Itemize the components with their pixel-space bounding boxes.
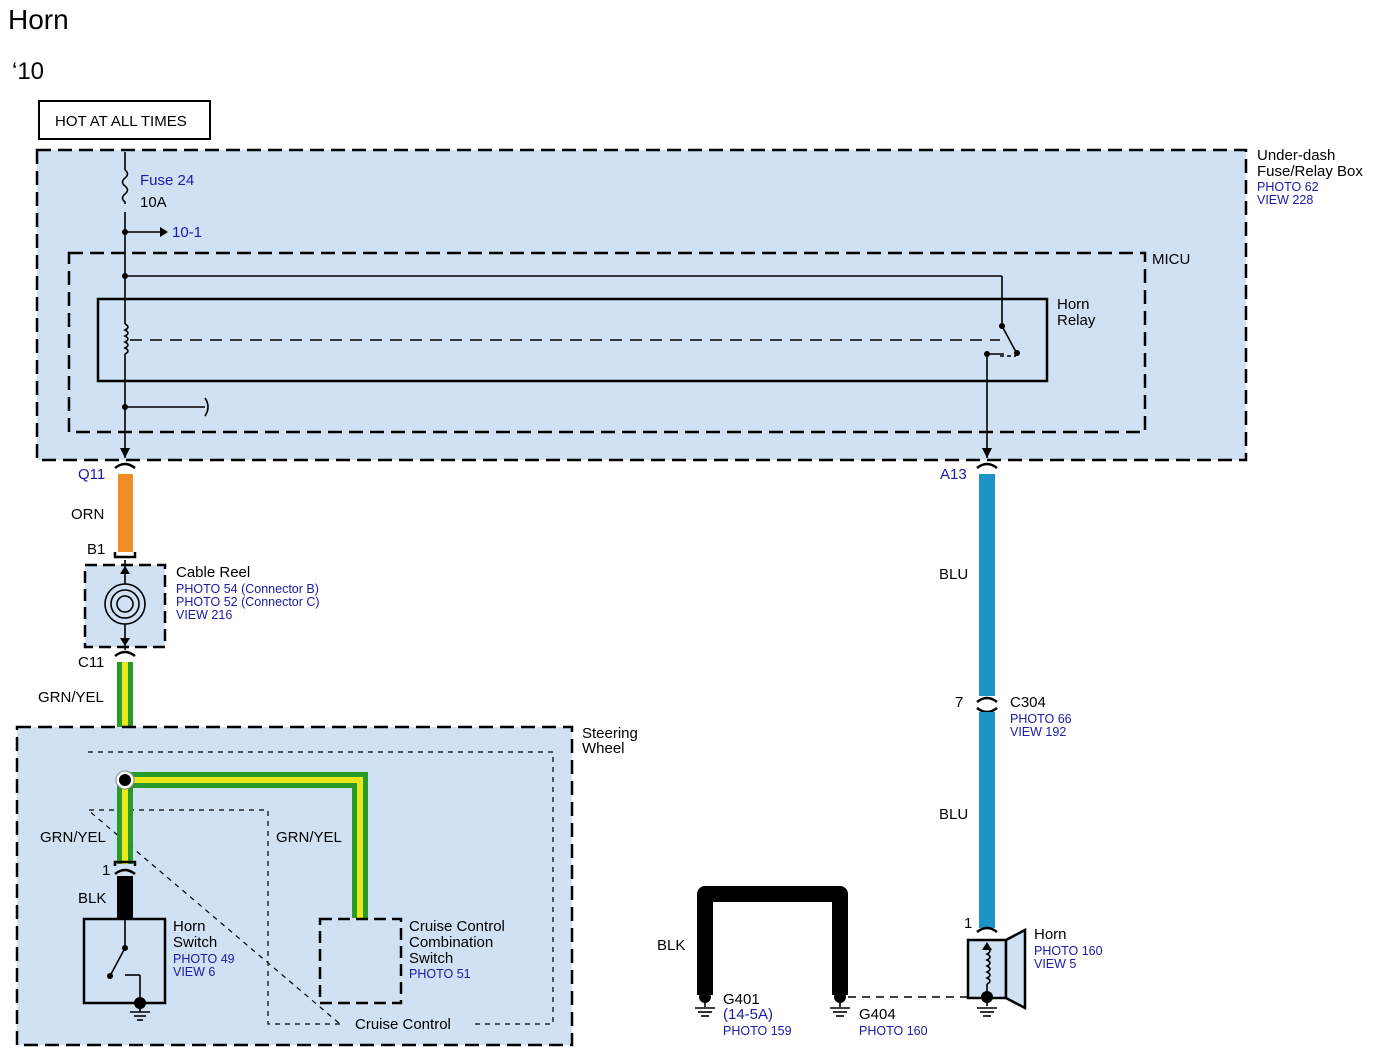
c304-photo: PHOTO 66: [1010, 712, 1072, 726]
q11-connector: [114, 462, 136, 470]
horn-relay-box: [96, 297, 1049, 383]
cruise-switch-name-3: Switch: [409, 950, 453, 967]
cruise-control-label: Cruise Control: [355, 1016, 451, 1033]
blk-ground-wire: [697, 886, 848, 995]
horn-view: VIEW 5: [1034, 957, 1076, 971]
g401-ref[interactable]: (14-5A): [723, 1006, 773, 1023]
wire-blk-switch: BLK: [78, 890, 106, 907]
horn-switch-view: VIEW 6: [173, 965, 215, 979]
cable-reel-name: Cable Reel: [176, 564, 250, 581]
fuse-box-name-2: Fuse/Relay Box: [1257, 163, 1363, 180]
micu-label: MICU: [1152, 251, 1190, 268]
ref-10-1: 10-1: [172, 224, 202, 241]
fuse-name: Fuse 24: [140, 172, 194, 189]
horn-switch-name-2: Switch: [173, 934, 217, 951]
steering-wheel-label-2: Wheel: [582, 740, 625, 757]
diagram-title: Horn: [8, 4, 69, 35]
terminal-c11: C11: [78, 654, 104, 671]
power-label-box: [38, 100, 211, 140]
wire-grn-yel-top: GRN/YEL: [38, 689, 104, 706]
terminal-switch-1: 1: [102, 862, 110, 879]
wire-blu-lower: BLU: [939, 806, 968, 823]
horn-name: Horn: [1034, 926, 1067, 943]
junction-dots: [122, 229, 1020, 410]
blu-wire-upper: [979, 474, 995, 696]
g404-name: G404: [859, 1006, 896, 1023]
micu-box: [67, 251, 1147, 434]
horn-switch-name-1: Horn: [173, 918, 206, 935]
a13-connector: [976, 462, 998, 470]
fuse-box-name-1: Under-dash: [1257, 147, 1335, 164]
a13-arrow-icon: [982, 448, 992, 458]
horn-connector: [976, 926, 998, 934]
fuse-box-view: VIEW 228: [1257, 193, 1313, 207]
terminal-a13: A13: [940, 466, 967, 483]
cruise-control-area: [86, 751, 554, 1025]
fuse-box-photo: PHOTO 62: [1257, 180, 1319, 194]
blu-wire-lower: [979, 712, 995, 928]
cable-reel-photo-c: PHOTO 52 (Connector C): [176, 595, 320, 609]
model-year: ‘10: [12, 58, 44, 85]
wire-blu-upper: BLU: [939, 566, 968, 583]
terminal-q11: Q11: [78, 466, 105, 483]
cable-reel-view: VIEW 216: [176, 608, 232, 622]
wire-orn-label: ORN: [71, 506, 104, 523]
ref-arrow-icon: [160, 227, 168, 237]
c304-view: VIEW 192: [1010, 725, 1066, 739]
horn-relay-label-1: Horn: [1057, 296, 1090, 313]
fuse-relay-box: [35, 148, 1248, 462]
wire-grn-yel-left: GRN/YEL: [40, 829, 106, 846]
blk-switch-wire: [117, 876, 133, 919]
horn-photo: PHOTO 160: [1034, 944, 1103, 958]
c304-pin: 7: [955, 694, 963, 711]
b1-connector: [113, 552, 137, 559]
terminal-b1: B1: [87, 541, 105, 558]
cruise-switch-name-1: Cruise Control: [409, 918, 505, 935]
horn-switch-photo: PHOTO 49: [173, 952, 235, 966]
q11-arrow-icon: [120, 448, 130, 458]
cruise-switch-name-2: Combination: [409, 934, 493, 951]
horn-relay-label-2: Relay: [1057, 312, 1096, 329]
c304-name: C304: [1010, 694, 1046, 711]
orn-wire: [118, 474, 133, 552]
switch-connector-lower: [114, 868, 136, 876]
horn-icon: [966, 927, 1027, 1017]
cable-reel-photo-b: PHOTO 54 (Connector B): [176, 582, 319, 596]
c304-connector-upper: [976, 696, 998, 704]
cruise-switch-photo: PHOTO 51: [409, 967, 471, 981]
power-label: HOT AT ALL TIMES: [55, 113, 187, 130]
steering-wheel-label-1: Steering: [582, 725, 638, 742]
g401-name: G401: [723, 991, 760, 1008]
c11-connector: [114, 650, 136, 658]
fuse-rating: 10A: [140, 194, 167, 211]
wire-grn-yel-right: GRN/YEL: [276, 829, 342, 846]
terminal-horn-1: 1: [964, 915, 972, 932]
switch-connector-upper: [113, 860, 137, 866]
c304-connector-lower: [976, 706, 998, 714]
g401-photo: PHOTO 159: [723, 1024, 792, 1038]
wire-blk-ground: BLK: [657, 937, 685, 954]
cruise-switch-box: [318, 917, 403, 1005]
g404-photo: PHOTO 160: [859, 1024, 928, 1038]
